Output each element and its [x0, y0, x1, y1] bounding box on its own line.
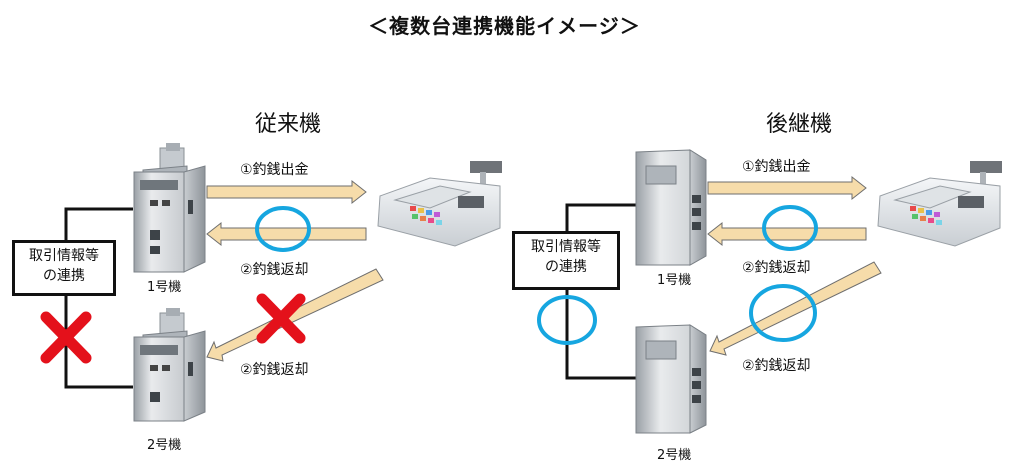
left-info-box-line1: 取引情報等 [29, 248, 99, 264]
left-heading: 従来機 [255, 112, 322, 137]
right-arrow-3-label: ②釣銭返却 [742, 358, 811, 374]
diagram-title: ＜複数台連携機能イメージ＞ [368, 14, 641, 38]
left-arrow-1 [206, 179, 367, 205]
right-circle-mark-arrow3 [749, 284, 817, 342]
left-arrow-3 [206, 268, 384, 362]
left-circle-mark [255, 206, 311, 252]
right-connection-line [565, 203, 637, 380]
right-machine-1-image [635, 149, 707, 266]
left-connection-line [64, 207, 133, 389]
left-arrow-3-label: ②釣銭返却 [240, 362, 309, 378]
right-circle-mark-arrow2 [762, 205, 818, 251]
left-cross-mark-arrow [256, 293, 306, 344]
left-machine-2-label: 2号機 [147, 438, 182, 453]
right-circle-mark-line [537, 295, 597, 345]
right-info-box: 取引情報等 の連携 [512, 231, 620, 290]
right-arrow-1 [707, 175, 867, 201]
right-arrow-2 [707, 221, 867, 247]
right-arrow-1-label: ①釣銭出金 [742, 159, 811, 175]
right-info-box-line2: の連携 [545, 259, 587, 275]
right-machine-1-label: 1号機 [657, 273, 692, 288]
right-machine-2-label: 2号機 [657, 448, 692, 463]
left-arrow-2 [206, 221, 367, 247]
left-arrow-2-label: ②釣銭返却 [240, 262, 309, 278]
right-heading: 後継機 [766, 112, 833, 137]
left-machine-1-label: 1号機 [147, 280, 182, 295]
right-arrow-2-label: ②釣銭返却 [742, 260, 811, 276]
left-info-box-line2: の連携 [43, 268, 85, 284]
left-machine-1-image [133, 143, 206, 273]
left-arrow-1-label: ①釣銭出金 [240, 162, 309, 178]
right-register-image [877, 161, 1002, 247]
left-machine-2-image [133, 308, 206, 422]
right-machine-2-image [635, 324, 707, 434]
right-info-box-line1: 取引情報等 [531, 239, 601, 255]
left-cross-mark-line [40, 311, 92, 364]
left-register-image [377, 161, 502, 247]
right-arrow-3 [709, 261, 882, 356]
left-info-box: 取引情報等 の連携 [12, 240, 116, 296]
